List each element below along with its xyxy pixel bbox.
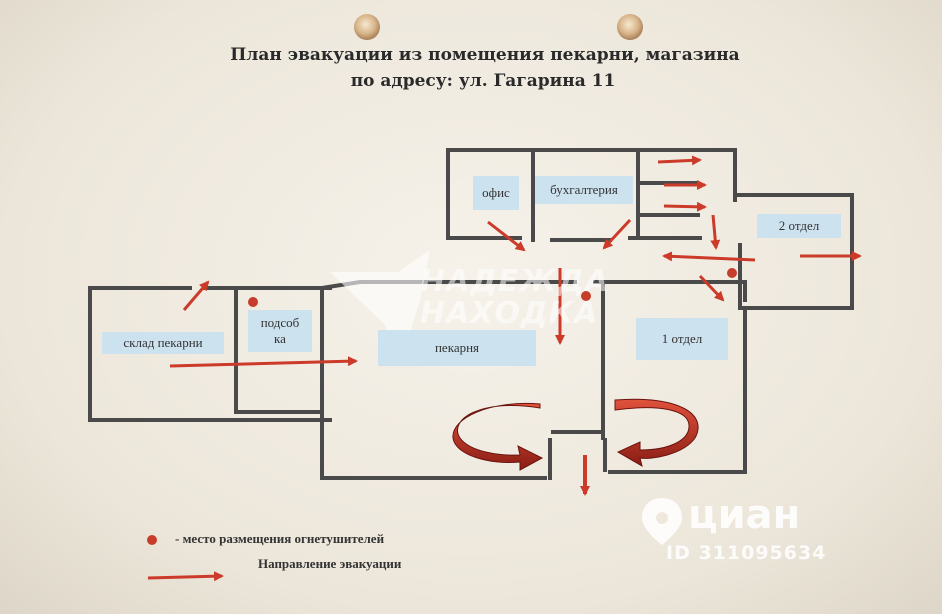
plan-subtitle: по адресу: ул. Гагарина 11 (350, 71, 616, 91)
evacuation-arrow (698, 274, 725, 302)
pushpin-icon-right (617, 14, 643, 40)
cian-id-watermark: ID 311095634 (666, 542, 827, 564)
nadezhda-watermark-line1: НАДЕЖДА (420, 264, 610, 299)
legend-extinguisher-icon (147, 535, 157, 545)
nadezhda-watermark-line2: НАХОДКА (420, 296, 599, 331)
room-label-office: офис (473, 176, 519, 210)
evacuation-arrow (662, 251, 756, 262)
evacuation-arrows (169, 155, 862, 496)
fire-extinguisher-icon (248, 297, 258, 307)
fire-extinguisher-icon (581, 291, 591, 301)
cian-watermark: циан (688, 492, 801, 538)
swirl-arrow-right (614, 398, 699, 468)
walls (88, 148, 854, 480)
legend-extinguisher-label: - место размещения огнетушителей (175, 531, 385, 546)
swirl-arrows (452, 398, 699, 471)
evacuation-arrow (663, 201, 707, 212)
plan-title: План эвакуации из помещения пекарни, маг… (230, 45, 740, 65)
room-label-utility-line2: ка (274, 331, 286, 346)
nadezhda-watermark: НАДЕЖДА НАХОДКА (420, 266, 609, 330)
evacuation-arrow (169, 356, 358, 368)
room-label-dept1: 1 отдел (636, 318, 728, 360)
legend-arrow-icon (147, 571, 224, 582)
evacuation-arrow (487, 220, 526, 252)
pushpin-icon-left (354, 14, 380, 40)
evacuation-arrow (657, 155, 702, 166)
room-label-dept2: 2 отдел (757, 214, 841, 238)
room-label-bakery: пекарня (378, 330, 536, 366)
room-label-utility: подсоб ка (248, 310, 312, 352)
evacuation-arrow (182, 280, 210, 311)
fire-extinguisher-icon (727, 268, 737, 278)
legend-evacuation-label: Направление эвакуации (258, 556, 402, 571)
room-label-utility-line1: подсоб (260, 315, 300, 330)
swirl-arrow-left (452, 402, 544, 471)
room-label-accounting: бухгалтерия (535, 176, 633, 204)
evacuation-arrow (602, 218, 632, 250)
room-label-warehouse: склад пекарни (102, 332, 224, 354)
evacuation-arrow (710, 214, 721, 250)
cian-logo-icon (642, 498, 682, 545)
